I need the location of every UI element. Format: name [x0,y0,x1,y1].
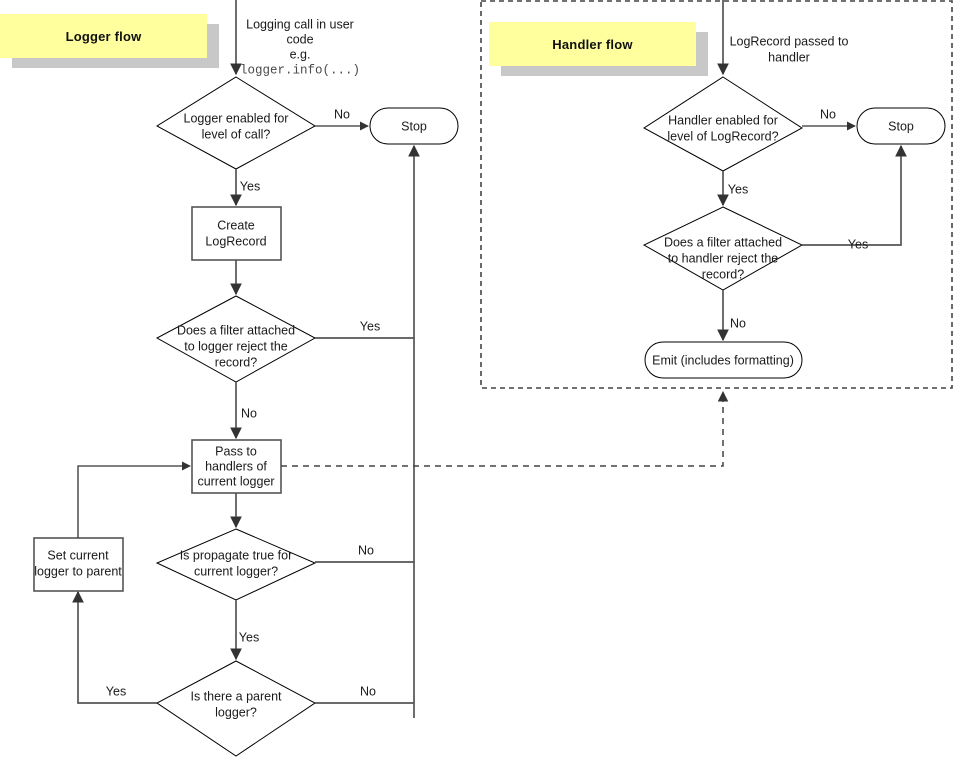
stop-terminal-logger [369,107,459,145]
logger-entry-caption-line1: Logging call in user [246,17,354,31]
pass-to-handlers-line1: Pass to [215,444,257,458]
label-logger-filter-yes: Yes [360,319,380,333]
parent-logger-decision-line1: Is there a parent [190,689,282,703]
handler-flow-banner-body: Handler flow [489,22,696,66]
logger-enabled-decision-line1: Logger enabled for [184,111,289,125]
handler-filter-decision-line3: record? [702,267,744,281]
handler-flow-group-box [480,0,953,389]
logger-flow-banner-body: Logger flow [0,14,207,58]
label-handler-filter-yes: Yes [848,237,868,251]
emit-terminal [644,341,803,379]
stop-terminal-handler-label: Stop [888,119,914,133]
label-propagate-no: No [358,543,374,557]
handler-entry-caption-line2: handler [768,50,810,64]
label-logger-enabled-yes: Yes [240,179,260,193]
edge-handler-filter-yes [802,144,907,246]
edge-parent-yes [72,590,157,704]
pass-to-handlers-line2: handlers of [205,459,267,473]
label-propagate-yes: Yes [239,630,259,644]
logger-filter-decision-line2: to logger reject the [184,339,288,353]
logger-flow-banner-label: Logger flow [65,28,142,44]
logger-entry-caption-line2: code [286,32,313,46]
create-logrecord-process [191,206,282,261]
edge-dashed-handlers-to-handler-flow [281,390,729,467]
create-logrecord-line1: Create [217,218,255,232]
create-logrecord-line2: LogRecord [205,234,266,248]
label-handler-enabled-yes: Yes [728,182,748,196]
label-parent-yes: Yes [106,684,126,698]
handler-flow-banner-label: Handler flow [552,36,633,52]
logger-filter-decision-line3: record? [215,355,257,369]
handler-enabled-decision-line2: level of LogRecord? [667,129,778,143]
emit-terminal-label: Emit (includes formatting) [652,353,794,367]
logger-entry-caption-code: logger.info(...) [240,63,360,77]
set-current-logger-line2: logger to parent [34,564,122,578]
stop-terminal-logger-label: Stop [401,119,427,133]
set-current-logger-line1: Set current [47,548,109,562]
handler-entry-caption-line1: LogRecord passed to [730,34,849,48]
label-handler-filter-no: No [730,316,746,330]
set-current-logger-process [33,537,124,592]
edge-set-logger-to-handlers [77,461,191,538]
logger-entry-caption-line3: e.g. [290,47,311,61]
pass-to-handlers-line3: current logger [197,474,274,488]
parent-logger-decision [156,660,316,757]
handler-filter-decision-line2: to handler reject the [668,251,779,265]
label-logger-enabled-no: No [334,107,350,121]
label-handler-enabled-no: No [820,107,836,121]
label-logger-filter-no: No [241,406,257,420]
logger-enabled-decision-line2: level of call? [202,127,271,141]
handler-filter-decision-line1: Does a filter attached [664,235,782,249]
handler-enabled-decision-line1: Handler enabled for [668,113,778,127]
propagate-decision-line1: Is propagate true for [180,548,293,562]
parent-logger-decision-line2: logger? [215,705,257,719]
propagate-decision-line2: current logger? [194,564,278,578]
logger-filter-decision-line1: Does a filter attached [177,323,295,337]
label-parent-no: No [360,684,376,698]
stop-terminal-handler [856,107,946,145]
